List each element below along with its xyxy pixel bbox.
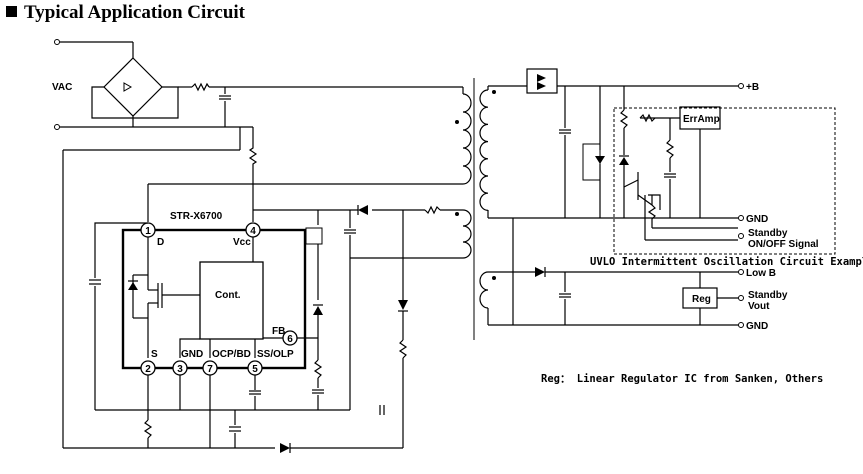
pin3: 3 [177, 364, 183, 375]
standby-onoff-1: Standby [748, 228, 788, 239]
bulk-supply [178, 82, 464, 222]
page-title: Typical Application Circuit [6, 2, 245, 24]
page-title-text: Typical Application Circuit [24, 2, 245, 23]
uvlo-dashed-box [613, 107, 836, 255]
startup-resistor [248, 127, 258, 222]
controller-label: Cont. [215, 290, 241, 301]
vac-label: VAC [52, 82, 72, 93]
pin-fb-label: FB [272, 326, 285, 337]
phototransistor [305, 227, 323, 245]
transformer-primary [62, 93, 472, 448]
ac-input: VAC [52, 39, 233, 130]
out-b-label: +B [746, 82, 759, 93]
pin1: 1 [145, 226, 151, 237]
pin-vcc-label: Vcc [233, 237, 251, 248]
gnd-2-label: GND [746, 321, 768, 332]
gnd-1-label: GND [746, 214, 768, 225]
standby-onoff-2: ON/OFF Signal [748, 239, 819, 250]
ic-str-x6700: STR-X6700 Cont. D Vcc FB S GND OCP/BD SS… [121, 211, 307, 370]
pin-d-label: D [157, 237, 164, 248]
reg-label: Reg [692, 294, 711, 305]
optocoupler-led [582, 143, 601, 181]
pin4: 4 [250, 226, 256, 237]
inrush-resistor [191, 82, 210, 92]
err-amp-label: ErrAmp [683, 114, 720, 125]
standby-vout-1: Standby [748, 290, 788, 301]
bridge-rectifier [91, 42, 179, 127]
controller-block [199, 261, 264, 340]
low-b-label: Low B [746, 268, 776, 279]
pin2: 2 [145, 364, 151, 375]
transformer-aux [253, 205, 472, 448]
pin-s-label: S [151, 349, 158, 360]
pin-ss-label: SS/OLP [257, 349, 294, 360]
pin6: 6 [287, 334, 293, 345]
pin5: 5 [252, 364, 258, 375]
low-b-output: Low B GND Reg Standby Vout [479, 218, 788, 332]
uvlo-caption: UVLO Intermittent Oscillation Circuit Ex… [590, 256, 863, 268]
pin-ocp-label: OCP/BD [212, 349, 251, 360]
output-diode [526, 68, 558, 94]
bullet-square-icon [6, 6, 17, 17]
transformer-secondary: +B GND ErrAmp [479, 68, 863, 268]
reg-note: Reg： Linear Regulator IC from Sanken, Ot… [541, 373, 823, 385]
primary-externals [63, 210, 403, 453]
pin7: 7 [207, 364, 213, 375]
standby-vout-2: Vout [748, 301, 770, 312]
ic-name: STR-X6700 [170, 211, 223, 222]
pin-gnd-label: GND [181, 349, 203, 360]
